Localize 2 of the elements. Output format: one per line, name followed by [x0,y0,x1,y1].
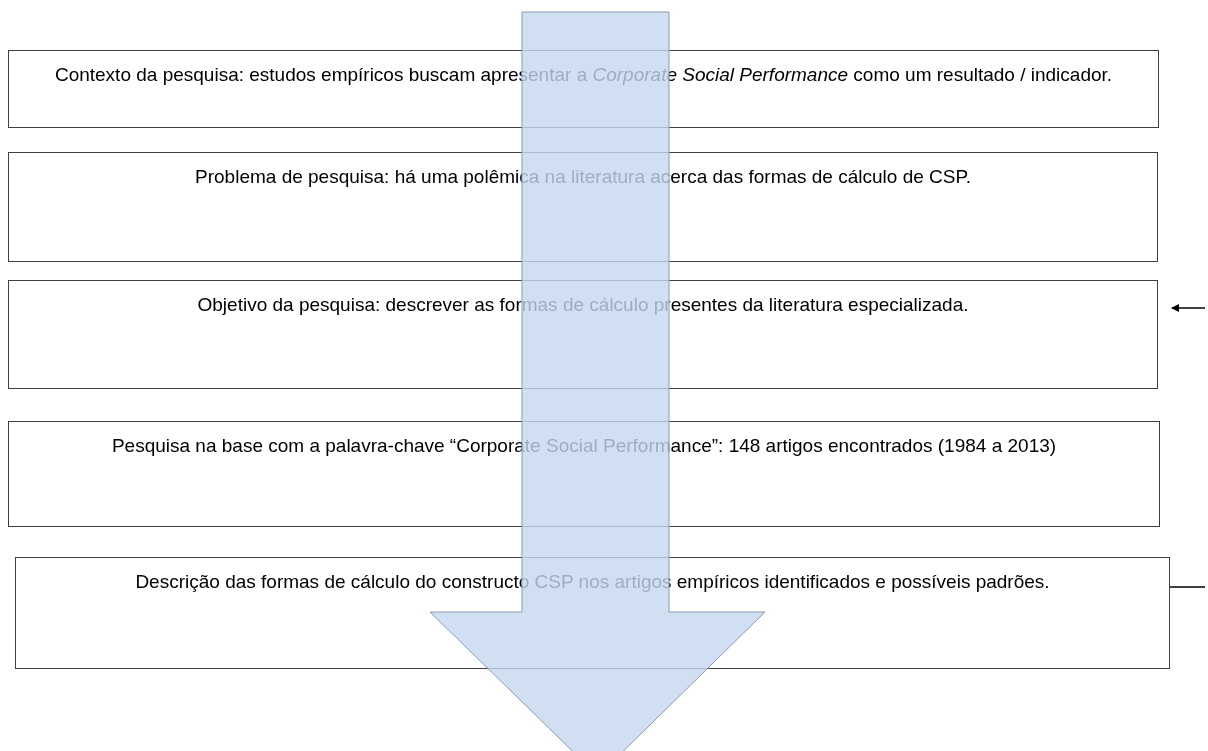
connector-line [1169,586,1206,588]
arrow [1171,304,1206,312]
